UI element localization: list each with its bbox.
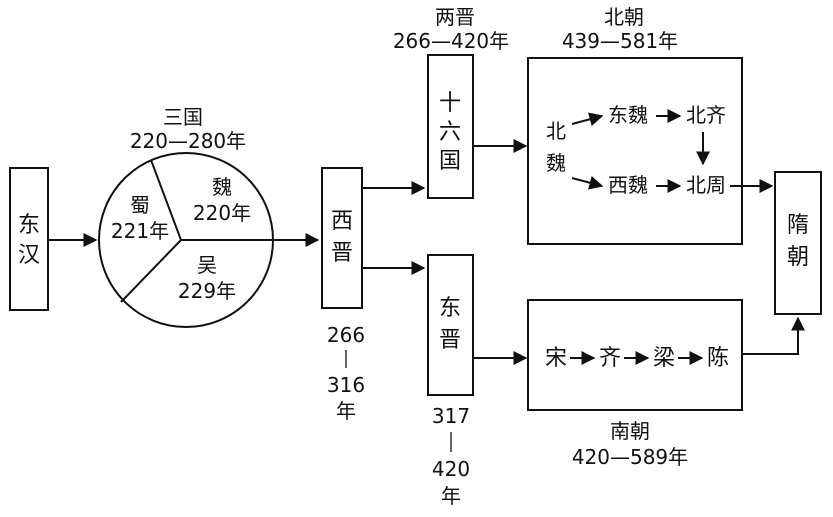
donghan-box [9,167,49,311]
xijin-end: 316 [327,373,365,397]
qi-label: 齐 [599,346,621,371]
beichao-title: 北朝 [604,5,644,29]
liangjin-title: 两晋 [435,5,475,29]
beichao-box [527,57,743,245]
suichao-char-2: 朝 [787,245,809,270]
shu-year: 221年 [111,219,169,243]
arrow-beiwei-dongwei [571,112,604,127]
xijin-unit: 年 [336,399,356,423]
wei-year: 220年 [193,201,251,225]
dongjin-box [427,254,474,396]
shiliuguo-char-3: 国 [439,149,461,174]
sanguo-years: 220—280年 [130,129,246,153]
liangjin-years: 266—420年 [393,29,509,53]
liang-label: 梁 [653,346,675,371]
dongwei-label: 东魏 [608,103,648,127]
arrow-beiwei-xiwei [571,175,604,190]
arrow-nanchao-sui [742,316,805,355]
beiwei-char-1: 北 [546,119,566,143]
sanguo-title: 三国 [163,105,203,129]
dongjin-unit: 年 [441,484,461,508]
dongjin-char-2: 晋 [439,328,461,353]
dongjin-end: 420 [432,457,470,481]
nanchao-title: 南朝 [610,419,650,443]
song-label: 宋 [545,346,567,371]
beizhou-label: 北周 [686,173,726,197]
beiqi-label: 北齐 [686,103,726,127]
suichao-char-1: 隋 [787,213,809,238]
beichao-years: 439—581年 [562,29,678,53]
nanchao-box [527,299,743,411]
sanguo-divider-3 [120,239,182,303]
shiliuguo-char-2: 六 [439,120,461,145]
chen-label: 陈 [707,346,729,371]
donghan-char-2: 汉 [18,243,40,268]
shiliuguo-box [427,54,474,199]
shu-name: 蜀 [130,193,150,217]
suichao-box [774,171,822,315]
shiliuguo-char-1: 十 [439,91,461,116]
xijin-char-2: 晋 [331,241,353,266]
beiwei-char-2: 魏 [546,151,566,175]
xijin-start: 266 [327,323,365,347]
nanchao-years: 420—589年 [572,445,688,469]
xijin-char-1: 西 [331,209,353,234]
wu-year: 229年 [178,279,236,303]
dongjin-char-1: 东 [439,296,461,321]
wu-name: 吴 [197,253,217,277]
wei-name: 魏 [212,175,232,199]
sanguo-divider-1 [150,159,182,241]
donghan-char-1: 东 [18,213,40,238]
xiwei-label: 西魏 [608,173,648,197]
xijin-box [321,167,363,309]
dongjin-start: 317 [432,404,470,428]
